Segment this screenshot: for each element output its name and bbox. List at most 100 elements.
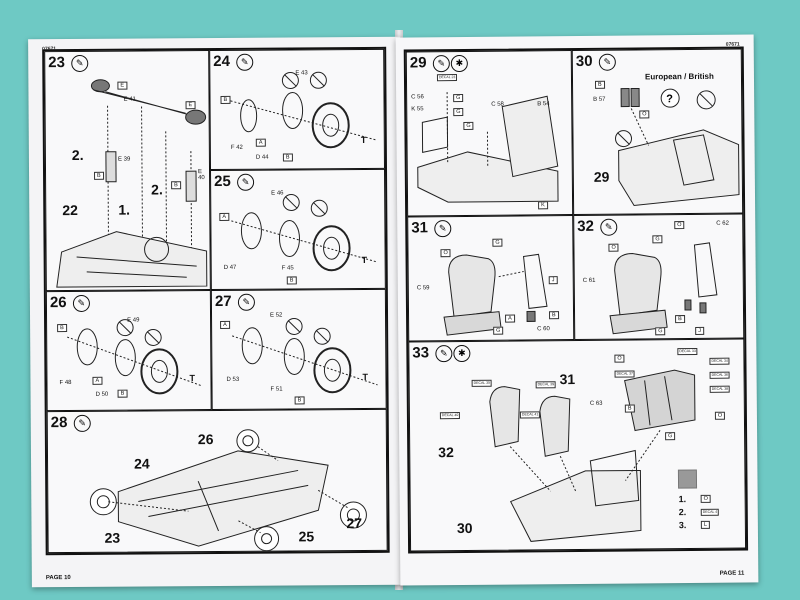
part-tag: A <box>220 320 230 329</box>
step-33-panel: 33 ✎ ✱ 31 32 30 DECAL <box>408 338 747 552</box>
part-label: E 52 <box>270 312 283 319</box>
part-tag: G <box>453 107 464 117</box>
part-tag: O <box>440 249 451 258</box>
part-label: E 41 <box>123 96 136 103</box>
decal-tag: DECAL 34 <box>709 357 730 365</box>
part-tag: K <box>538 201 548 210</box>
part-tag: A <box>255 138 266 147</box>
decal-tag: DECAL 23 <box>436 74 458 82</box>
step-23-panel: 23 ✎ E E 41 E E 39 B E 40 <box>44 50 211 292</box>
part-tag: G <box>463 121 474 130</box>
step-32-panel: 32 ✎ O C 62 G O C 61 B G J <box>573 213 745 341</box>
tire-label: T <box>189 373 195 384</box>
part-label: E 40 <box>198 169 205 182</box>
subassembly-number: 22 <box>62 201 78 219</box>
part-label: E 43 <box>295 70 308 77</box>
part-tag: B <box>117 389 128 398</box>
step-27-panel: 27 ✎ A E 52 D 53 F 51 B T <box>210 288 387 411</box>
step-26-panel: 26 ✎ B E 49 F 48 A D 50 B T <box>45 290 212 412</box>
part-label: E 49 <box>127 317 140 324</box>
left-page: 07671 23 ✎ E E 41 E <box>28 36 404 588</box>
part-tag: O <box>714 411 726 420</box>
step-24-panel: 24 ✎ B E 43 F 42 A D 44 B T <box>209 48 386 171</box>
legend-tag: O <box>700 494 711 503</box>
step-30-drawing: ? <box>615 87 740 207</box>
part-tag: O <box>614 354 625 363</box>
assembly-label: 32 <box>438 444 454 461</box>
step-28-panel: 28 ✎ 26 24 23 25 27 <box>46 408 388 554</box>
part-tag: B <box>549 311 559 320</box>
part-tag: O <box>639 110 650 119</box>
decal-tag: DECAL 39 <box>535 381 557 389</box>
part-tag: G <box>652 235 663 244</box>
part-tag: E <box>117 81 128 90</box>
part-label: F 48 <box>59 380 72 387</box>
decal-tag: DECAL 35 <box>471 379 493 387</box>
decal-tag: DECAL 41 <box>519 411 541 419</box>
part-tag: G <box>655 327 666 336</box>
right-page: 07671 29 ✎ ✱ DECAL 23 C 56 G K 55 G C 58 <box>395 34 759 586</box>
tire-label: T <box>360 134 367 145</box>
assembly-label: 31 <box>559 371 576 388</box>
substep-label: 2. <box>151 181 163 198</box>
step-29-panel: 29 ✎ ✱ DECAL 23 C 56 G K 55 G C 58 G B 5… <box>405 50 574 217</box>
part-label: C 56 <box>411 94 424 101</box>
decal-tag: DECAL 40 <box>439 412 461 420</box>
step-23-drawing <box>56 79 208 288</box>
part-tag: A <box>219 212 230 221</box>
part-label: C 61 <box>582 277 596 284</box>
part-label: C 60 <box>537 326 550 333</box>
subassembly-number: 29 <box>593 168 610 185</box>
assembly-label: 27 <box>346 514 363 532</box>
part-label: B 54 <box>537 101 550 108</box>
assembly-label: 23 <box>104 529 121 546</box>
legend-number: 3. <box>678 520 687 531</box>
part-tag: J <box>548 276 558 285</box>
part-tag: G <box>492 238 503 247</box>
part-tag: B <box>220 95 231 104</box>
part-label: D 47 <box>223 264 237 271</box>
step-30-panel: 30 ✎ European / British ? B B 57 O 29 <box>571 48 744 216</box>
part-tag: A <box>505 314 515 323</box>
step-31-panel: 31 ✎ G O J C 59 A B G C 60 <box>407 215 575 342</box>
step-27-drawing <box>232 317 378 394</box>
assembly-label: 26 <box>197 431 214 448</box>
decal-tag: DECAL 36 <box>709 371 731 379</box>
part-tag: E <box>185 101 196 110</box>
part-label: D 50 <box>95 391 109 398</box>
substep-label: 1. <box>118 201 131 218</box>
part-tag: G <box>665 432 676 441</box>
legend-number: 2. <box>678 507 687 518</box>
part-tag: B <box>282 153 293 162</box>
instruction-frame: 23 ✎ E E 41 E E 39 B E 40 <box>42 46 390 556</box>
part-label: C 59 <box>416 285 430 292</box>
substep-label: 2. <box>71 146 84 164</box>
part-tag: B <box>675 315 685 324</box>
part-tag: B <box>624 404 635 413</box>
decal-tag: DECAL 38 <box>709 385 731 393</box>
legend-decal: DECAL 4 <box>700 508 720 516</box>
step-25-panel: 25 ✎ A E 46 D 47 F 45 B T <box>210 168 386 291</box>
assembly-label: 24 <box>134 455 150 472</box>
step-28-drawing <box>89 429 367 552</box>
step-33-drawing <box>489 369 698 542</box>
step-25-drawing <box>231 193 377 272</box>
part-tag: G <box>493 326 504 335</box>
part-label: F 45 <box>281 265 294 272</box>
step-29-drawing <box>417 92 559 203</box>
part-tag: A <box>92 376 103 385</box>
tire-label: T <box>361 254 368 265</box>
part-label: D 53 <box>226 376 240 383</box>
part-tag: O <box>674 221 685 230</box>
part-tag: B <box>286 276 297 285</box>
legend-tag: L <box>700 520 710 529</box>
svg-text:?: ? <box>666 93 673 105</box>
part-tag: B <box>595 80 605 89</box>
part-label: E 46 <box>271 190 284 197</box>
part-label: C 63 <box>589 400 603 407</box>
part-label: F 42 <box>230 144 243 151</box>
assembly-label: 30 <box>456 519 473 537</box>
part-tag: O <box>608 243 619 252</box>
step-26-drawing <box>67 319 203 395</box>
part-label: D 44 <box>255 154 269 161</box>
